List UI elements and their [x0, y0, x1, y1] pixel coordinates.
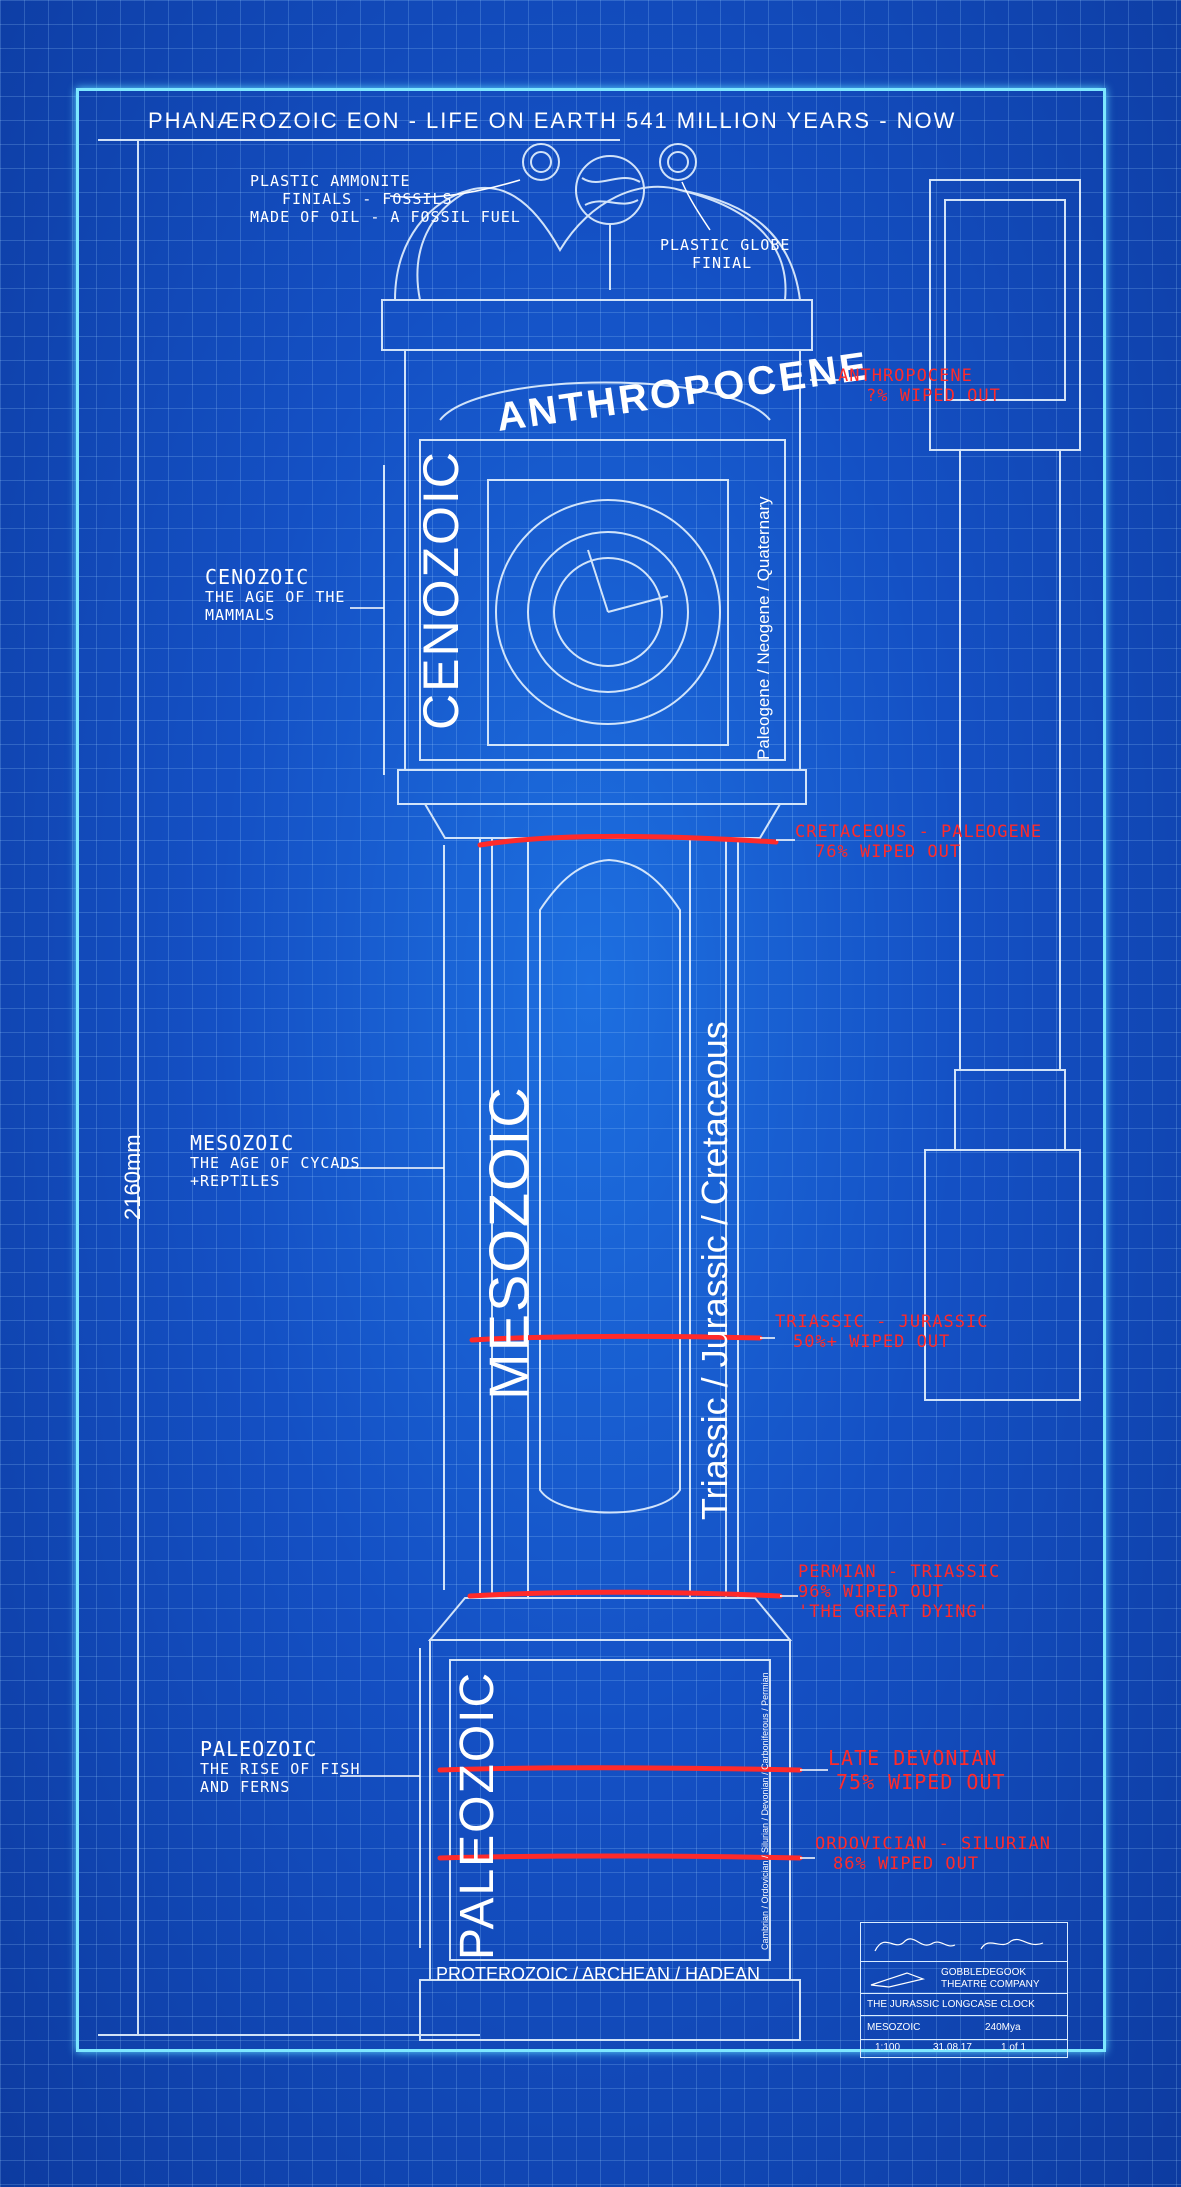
extinction-stat: ?% WIPED OUT — [866, 386, 1001, 406]
extinction-ordovician-silurian: ORDOVICIAN - SILURIAN 86% WIPED OUT — [815, 1834, 1051, 1874]
ammonite-note-line-3: MADE OF OIL - A FOSSIL FUEL — [250, 208, 521, 226]
mesozoic-label: MESOZOIC THE AGE OF CYCADS +REPTILES — [190, 1132, 361, 1190]
base-eons-label: PROTEROZOIC / ARCHEAN / HADEAN — [436, 1964, 761, 1984]
ammonite-finial-note: PLASTIC AMMONITE FINIALS - FOSSILS MADE … — [250, 172, 521, 226]
extinction-permian-triassic: PERMIAN - TRIASSIC 96% WIPED OUT 'THE GR… — [798, 1562, 1000, 1622]
date-value: 31.08.17 — [933, 2042, 972, 2053]
extinction-anthropocene: ANTHROPOCENE ?% WIPED OUT — [838, 366, 1001, 406]
extinction-name: ORDOVICIAN - SILURIAN — [815, 1834, 1051, 1854]
extinction-stat: 75% WIPED OUT — [836, 1770, 1006, 1794]
ammonite-note-line-2: FINIALS - FOSSILS — [282, 190, 453, 208]
mesozoic-desc-2: +REPTILES — [190, 1172, 281, 1190]
paleozoic-desc-2: AND FERNS — [200, 1778, 291, 1796]
company-logo — [870, 1972, 926, 1988]
cenozoic-desc-2: MAMMALS — [205, 606, 276, 624]
mesozoic-big-label: MESOZOIC — [477, 1085, 540, 1400]
drawing-name: THE JURASSIC LONGCASE CLOCK — [867, 1999, 1035, 2010]
cenozoic-big-label: CENOZOIC — [413, 450, 469, 730]
height-dimension: 2160mm — [120, 1134, 145, 1220]
era-name: MESOZOIC — [867, 2022, 921, 2033]
sheet-value: 1 of 1 — [1001, 2042, 1027, 2053]
extinction-triassic-jurassic: TRIASSIC - JURASSIC 50%+ WIPED OUT — [775, 1312, 988, 1352]
scale-value: 1:100 — [875, 2042, 901, 2053]
company-name-1: GOBBLEDEGOOK — [941, 1967, 1027, 1978]
extinction-name: TRIASSIC - JURASSIC — [775, 1312, 989, 1332]
paleozoic-desc-1: THE RISE OF FISH — [200, 1760, 361, 1778]
paleozoic-title: PALEOZOIC — [200, 1737, 318, 1761]
paleozoic-label: PALEOZOIC THE RISE OF FISH AND FERNS — [200, 1738, 361, 1796]
extinction-extra: 'THE GREAT DYING' — [798, 1602, 989, 1622]
extinction-late-devonian: LATE DEVONIAN 75% WIPED OUT — [828, 1746, 1006, 1794]
extinction-name: CRETACEOUS - PALEOGENE — [795, 822, 1043, 842]
cenozoic-label: CENOZOIC THE AGE OF THE MAMMALS — [205, 566, 345, 624]
globe-finial-note: PLASTIC GLOBE FINIAL — [660, 236, 790, 272]
title-block: GOBBLEDEGOOK THEATRE COMPANY THE JURASSI… — [860, 1922, 1068, 2058]
extinction-name: LATE DEVONIAN — [828, 1746, 998, 1770]
globe-note-line-2: FINIAL — [692, 254, 753, 272]
extinction-name: ANTHROPOCENE — [838, 366, 973, 386]
page-title: PHANÆROZOIC EON - LIFE ON EARTH 541 MILL… — [148, 108, 957, 133]
cenozoic-title: CENOZOIC — [205, 565, 310, 589]
extinction-stat: 96% WIPED OUT — [798, 1582, 945, 1602]
extinction-stat: 86% WIPED OUT — [833, 1854, 980, 1874]
globe-note-line-1: PLASTIC GLOBE — [660, 236, 791, 254]
extinction-cretaceous-paleogene: CRETACEOUS - PALEOGENE 76% WIPED OUT — [795, 822, 1042, 862]
mesozoic-periods: Triassic / Jurassic / Cretaceous — [694, 1021, 735, 1520]
cenozoic-desc-1: THE AGE OF THE — [205, 588, 346, 606]
extinction-stat: 50%+ WIPED OUT — [793, 1332, 951, 1352]
mesozoic-title: MESOZOIC — [190, 1131, 295, 1155]
extinction-name: PERMIAN - TRIASSIC — [798, 1562, 1001, 1582]
paleozoic-big-label: PALEOZOIC — [451, 1670, 504, 1960]
company-name-2: THEATRE COMPANY — [941, 1979, 1040, 1990]
mya-value: 240Mya — [985, 2022, 1021, 2033]
extinction-stat: 76% WIPED OUT — [815, 842, 962, 862]
drawing-frame — [76, 88, 1106, 2052]
paleozoic-periods: Cambrian / Ordovician / Silurian / Devon… — [760, 1672, 770, 1950]
mesozoic-desc-1: THE AGE OF CYCADS — [190, 1154, 361, 1172]
cenozoic-periods: Paleogene / Neogene / Quaternary — [754, 496, 773, 760]
ammonite-note-line-1: PLASTIC AMMONITE — [250, 172, 411, 190]
signatures — [874, 1938, 1044, 1952]
